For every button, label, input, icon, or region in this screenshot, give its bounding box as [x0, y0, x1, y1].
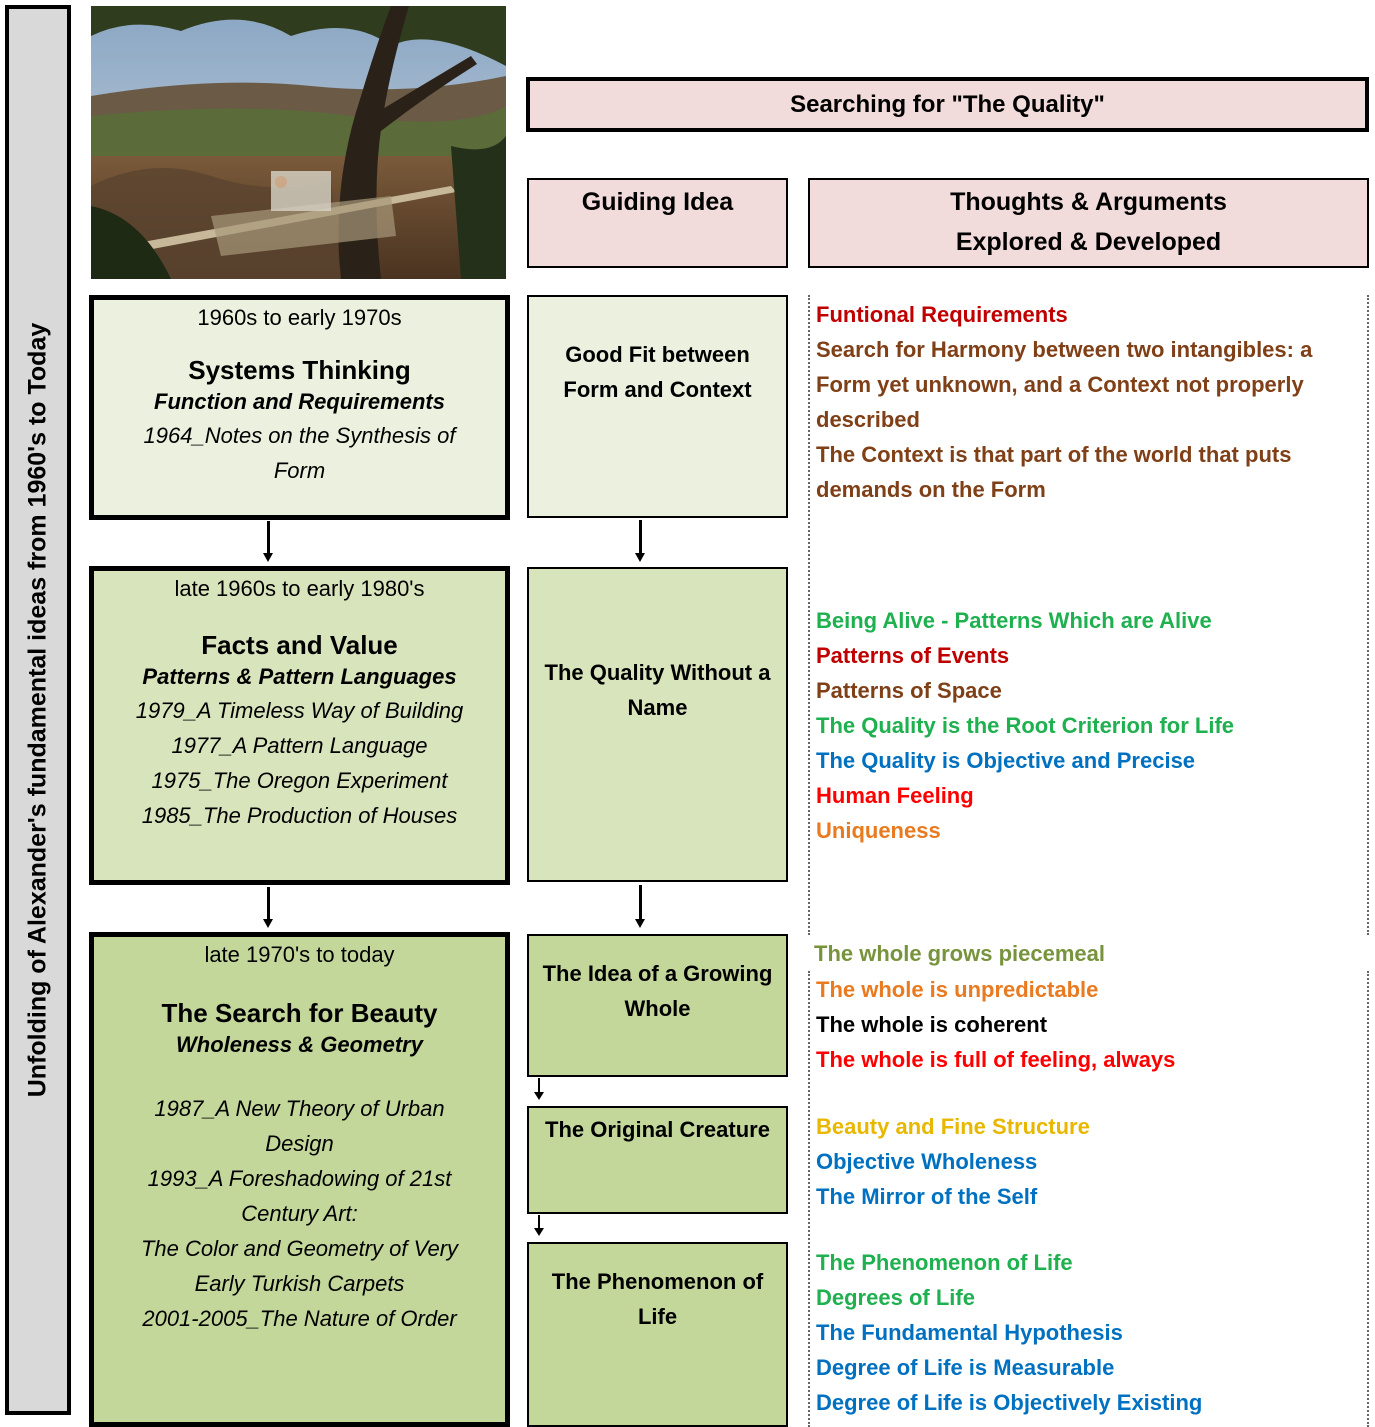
era-work: Design	[265, 1131, 334, 1156]
era-work: 2001-2005_The Nature of Order	[142, 1306, 457, 1331]
thought-item: Funtional Requirements	[816, 302, 1068, 327]
thought-item: Form yet unknown, and a Context not prop…	[816, 372, 1304, 397]
era-subtitle: Wholeness & Geometry	[176, 1032, 423, 1057]
thought-item: Being Alive - Patterns Which are Alive	[816, 608, 1212, 633]
era-work: 1964_Notes on the Synthesis of	[143, 423, 456, 448]
diagram-title: Searching for "The Quality"	[526, 77, 1369, 132]
thought-item: The Mirror of the Self	[816, 1184, 1038, 1209]
guiding-idea-box-quality-without-name: The Quality Without a Name	[527, 567, 788, 882]
era-work: 1993_A Foreshadowing of 21st	[147, 1166, 452, 1191]
thought-item: Uniqueness	[816, 818, 941, 843]
era-theme: Facts and Value	[201, 630, 398, 660]
landscape-photo	[91, 6, 506, 279]
era-period: 1960s to early 1970s	[197, 305, 402, 330]
guiding-idea-box-good-fit: Good Fit between Form and Context	[527, 295, 788, 518]
thoughts-header-line2: Explored & Developed	[955, 228, 1222, 256]
thought-item: The Phenomenon of Life	[816, 1250, 1073, 1275]
thought-item: The whole is coherent	[816, 1012, 1048, 1037]
era-work: 1987_A New Theory of Urban	[154, 1096, 445, 1121]
thought-item: Objective Wholeness	[816, 1149, 1038, 1174]
thought-item: The whole grows piecemeal	[814, 941, 1105, 966]
guiding-idea-line: Life	[637, 1304, 678, 1329]
era-work: 1979_A Timeless Way of Building	[135, 698, 464, 723]
thought-item: The whole is full of feeling, always	[816, 1047, 1176, 1072]
thoughts-list-2b: The whole is unpredictable The whole is …	[816, 972, 1175, 1077]
guiding-idea-header: Guiding Idea	[527, 178, 788, 268]
guiding-idea-box-phenomenon-of-life: The Phenomenon of Life	[527, 1242, 788, 1427]
guiding-idea-line: Good Fit between	[565, 342, 750, 367]
thought-item: Patterns of Space	[816, 678, 1002, 703]
thought-item: Beauty and Fine Structure	[816, 1114, 1090, 1139]
thought-item: Human Feeling	[816, 783, 974, 808]
thoughts-header: Thoughts & Arguments Explored & Develope…	[808, 178, 1369, 268]
thought-item: The Quality is the Root Criterion for Li…	[816, 713, 1235, 738]
guiding-idea-box-growing-whole: The Idea of a Growing Whole	[527, 934, 788, 1077]
timeline-sidebar: Unfolding of Alexander's fundamental ide…	[5, 5, 71, 1415]
thought-item: demands on the Form	[816, 477, 1046, 502]
era-theme: Systems Thinking	[188, 355, 411, 385]
thought-item: Degrees of Life	[816, 1285, 975, 1310]
sidebar-label: Unfolding of Alexander's fundamental ide…	[23, 322, 52, 1098]
era-work: Century Art:	[241, 1201, 358, 1226]
thoughts-panel-lower: The whole is unpredictable The whole is …	[808, 971, 1369, 1427]
guiding-idea-line: Name	[627, 695, 688, 720]
guiding-idea-line: The Phenomenon of	[551, 1269, 764, 1294]
guiding-idea-box-original-creature: The Original Creature	[527, 1106, 788, 1214]
guiding-idea-line: Form and Context	[563, 377, 752, 402]
era-period: late 1970's to today	[204, 942, 395, 967]
thoughts-panel-upper: Funtional Requirements Search for Harmon…	[808, 295, 1369, 935]
era-box-systems-thinking: 1960s to early 1970s Systems Thinking Fu…	[89, 295, 510, 520]
era-subtitle: Patterns & Pattern Languages	[142, 664, 457, 689]
era-box-search-for-beauty: late 1970's to today The Search for Beau…	[89, 932, 510, 1427]
guiding-idea-header-label: Guiding Idea	[581, 188, 734, 216]
guiding-idea-line: The Idea of a Growing	[542, 961, 773, 986]
thought-item: The Fundamental Hypothesis	[816, 1320, 1123, 1345]
era-theme: The Search for Beauty	[161, 998, 438, 1028]
thought-item: Patterns of Events	[816, 643, 1010, 668]
era-period: late 1960s to early 1980's	[174, 576, 425, 601]
thought-item: The Context is that part of the world th…	[816, 442, 1292, 467]
era-subtitle: Function and Requirements	[154, 389, 445, 414]
era-work: The Color and Geometry of Very	[140, 1236, 459, 1261]
era-work: 1975_The Oregon Experiment	[151, 768, 448, 793]
thoughts-list-3: Beauty and Fine Structure Objective Whol…	[816, 1109, 1090, 1214]
thought-item: Degree of Life is Measurable	[816, 1355, 1115, 1380]
thought-item: The whole is unpredictable	[816, 977, 1099, 1002]
era-work: Form	[273, 458, 326, 483]
thoughts-list-4: The Phenomenon of Life Degrees of Life T…	[816, 1245, 1202, 1420]
thought-item: Degree of Life is Objectively Existing	[816, 1390, 1203, 1415]
guiding-idea-line: Whole	[624, 996, 691, 1021]
thoughts-list-1: Being Alive - Patterns Which are Alive P…	[816, 603, 1234, 848]
thought-item: described	[816, 407, 920, 432]
era-work: 1977_A Pattern Language	[171, 733, 428, 758]
era-box-facts-and-value: late 1960s to early 1980's Facts and Val…	[89, 566, 510, 885]
guiding-idea-line: The Quality Without a	[544, 660, 771, 685]
thought-item: The Quality is Objective and Precise	[816, 748, 1196, 773]
era-work: 1985_The Production of Houses	[141, 803, 458, 828]
thoughts-header-line1: Thoughts & Arguments	[950, 188, 1227, 216]
thought-item: Search for Harmony between two intangibl…	[816, 337, 1313, 362]
thoughts-list-2: The whole grows piecemeal	[814, 936, 1105, 971]
guiding-idea-line: The Original Creature	[545, 1117, 770, 1142]
era-work: Early Turkish Carpets	[194, 1271, 405, 1296]
thoughts-list-0: Funtional Requirements Search for Harmon…	[816, 297, 1312, 507]
